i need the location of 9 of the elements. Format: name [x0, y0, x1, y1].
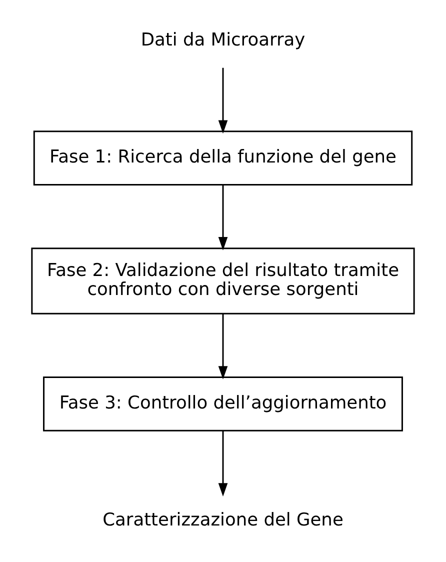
arrow	[218, 185, 228, 250]
node-text: Dati da Microarray	[140, 30, 306, 51]
arrow	[218, 68, 228, 134]
node-box: Fase 3: Controllo dell’aggiornamento	[43, 376, 403, 432]
node-box: Fase 1: Ricerca della funzione del gene	[33, 130, 413, 186]
node-box: Fase 2: Validazione del risultato tramite confronto con diverse sorgenti	[31, 248, 415, 314]
arrow	[218, 430, 228, 496]
node-text: Caratterizzazione del Gene	[102, 510, 344, 531]
arrow	[218, 314, 228, 380]
